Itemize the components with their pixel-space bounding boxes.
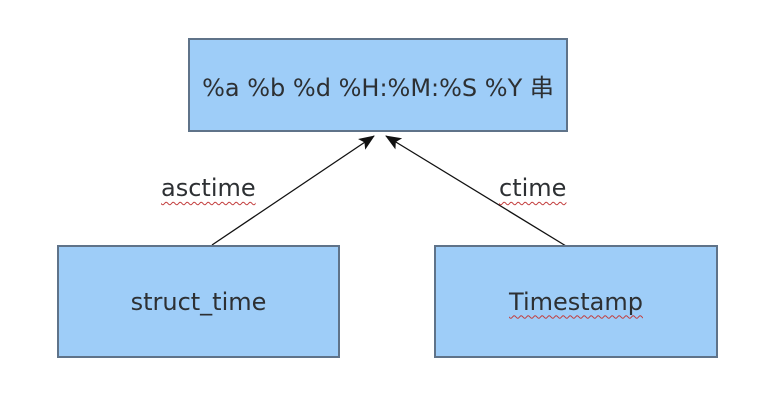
asctime-arrow[interactable]	[211, 135, 375, 246]
timestamp-node[interactable]: Timestamp	[434, 245, 718, 358]
struct-time-node[interactable]: struct_time	[57, 245, 340, 358]
timestamp-label: Timestamp	[509, 287, 643, 316]
ctime-edge-label[interactable]: ctime	[499, 174, 567, 202]
asctime-edge-label[interactable]: asctime	[161, 174, 256, 202]
ctime-arrow[interactable]	[385, 135, 567, 247]
format-string-label: %a %b %d %H:%M:%S %Y 串	[202, 73, 554, 102]
struct-time-label: struct_time	[130, 287, 267, 316]
format-string-node[interactable]: %a %b %d %H:%M:%S %Y 串	[188, 38, 568, 132]
